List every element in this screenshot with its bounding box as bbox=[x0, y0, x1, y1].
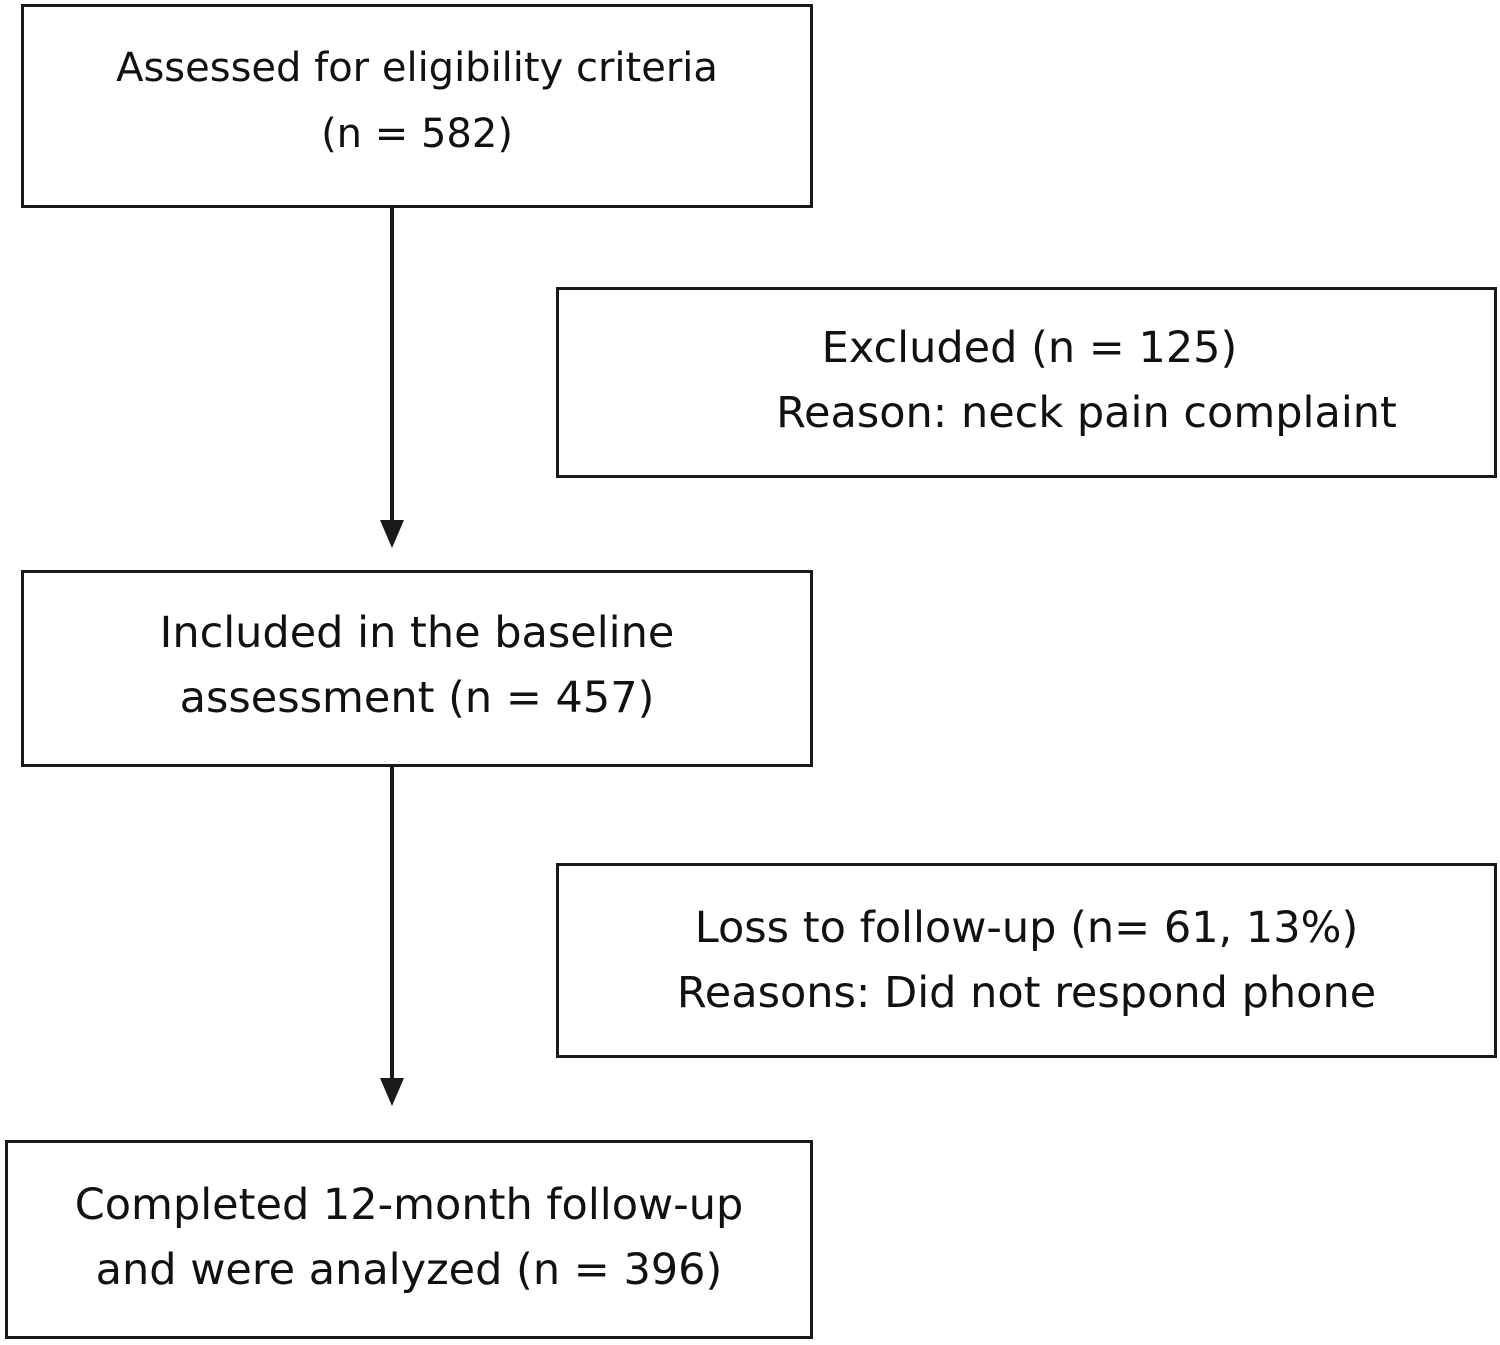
included-baseline-box: Included in the baseline assessment (n =… bbox=[21, 570, 813, 767]
arrow-assessed-to-included bbox=[380, 208, 404, 548]
completed-follow-up-label: Completed 12-month follow-up bbox=[74, 1180, 744, 1230]
assessed-eligibility-box: Assessed for eligibility criteria (n = 5… bbox=[21, 4, 813, 208]
arrow-head-icon bbox=[380, 1078, 404, 1106]
loss-to-follow-up-count: Loss to follow-up (n= 61, 13%) bbox=[694, 903, 1359, 953]
excluded-count: Excluded (n = 125) bbox=[821, 323, 1238, 373]
loss-to-follow-up-box: Loss to follow-up (n= 61, 13%) Reasons: … bbox=[556, 863, 1497, 1058]
included-baseline-label: Included in the baseline bbox=[159, 608, 675, 658]
completed-follow-up-box: Completed 12-month follow-up and were an… bbox=[5, 1140, 813, 1339]
arrow-included-to-completed bbox=[380, 767, 404, 1106]
included-baseline-count: assessment (n = 457) bbox=[179, 672, 655, 723]
excluded-box: Excluded (n = 125) Reason: neck pain com… bbox=[556, 287, 1497, 478]
loss-to-follow-up-reason: Reasons: Did not respond phone bbox=[676, 967, 1377, 1018]
assessed-eligibility-count: (n = 582) bbox=[321, 111, 513, 157]
assessed-eligibility-label: Assessed for eligibility criteria bbox=[116, 45, 718, 91]
excluded-reason: Reason: neck pain complaint bbox=[776, 387, 1397, 438]
arrow-head-icon bbox=[380, 520, 404, 548]
completed-follow-up-count: and were analyzed (n = 396) bbox=[95, 1244, 723, 1295]
